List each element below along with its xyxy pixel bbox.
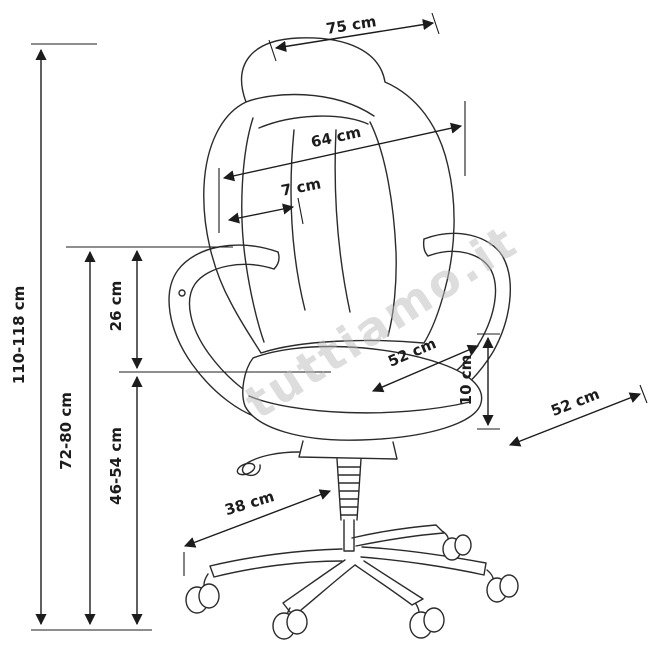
caster-wheel <box>499 574 519 598</box>
office-chair-drawing <box>168 37 519 640</box>
chair-headrest-seam <box>245 93 375 117</box>
dim-seat-to-armrest-label: 26 cm <box>107 281 125 332</box>
dim-extension-line <box>218 101 466 233</box>
dim-arrow-line <box>274 19 435 52</box>
chair-leg-front-right <box>354 560 424 617</box>
dim-arrow-line <box>227 203 295 224</box>
caster-wheel <box>454 534 472 556</box>
dim-arrow-line <box>222 122 463 182</box>
chair-leg-right <box>360 546 494 583</box>
dim-cushion-thickness: 10 cm <box>457 333 500 430</box>
dim-extension-line <box>268 12 440 62</box>
chair-gas-lift <box>336 458 362 521</box>
caster-wheel <box>198 583 220 609</box>
dim-seat-to-armrest: 26 cm <box>107 249 331 373</box>
dim-armrest-height-label: 72-80 cm <box>57 392 75 470</box>
dim-total-height-label: 110-118 cm <box>10 286 28 385</box>
dim-seat-depth-label: 52 cm <box>548 385 602 420</box>
dim-overall-width-label: 75 cm <box>325 12 378 38</box>
dim-extension-line <box>639 384 648 404</box>
dim-armrest-height: 72-80 cm <box>57 246 233 626</box>
dim-arrow-line <box>508 392 642 447</box>
chair-leg-front-left <box>282 559 356 621</box>
chair-armrest-bolt <box>178 289 186 297</box>
caster-wheel <box>286 609 308 635</box>
dim-cushion-thickness-label: 10 cm <box>457 355 475 406</box>
chair-gas-lift-ribs <box>337 466 361 516</box>
chair-lever <box>241 451 300 477</box>
dim-arrow-line <box>371 344 480 393</box>
dim-seat-depth: 52 cm <box>508 384 648 447</box>
dim-seat-height-label: 46-54 cm <box>107 427 125 505</box>
dim-total-height: 110-118 cm <box>10 43 152 631</box>
caster-wheel <box>423 607 445 633</box>
chair-lever-knob <box>236 462 256 476</box>
dim-extension-line <box>297 197 304 225</box>
chair-leg-left <box>203 548 343 590</box>
dim-seat-height: 46-54 cm <box>107 375 143 626</box>
dim-extension-line <box>477 333 500 430</box>
chair-gas-cylinder <box>343 519 355 552</box>
dim-arrow-line <box>183 489 332 548</box>
chair-seat-seam <box>248 395 471 414</box>
dim-extension-line <box>31 43 152 631</box>
chair-mechanism <box>298 440 398 460</box>
chair-leg-back <box>351 524 449 547</box>
chair-left-armrest-inner <box>188 263 275 403</box>
